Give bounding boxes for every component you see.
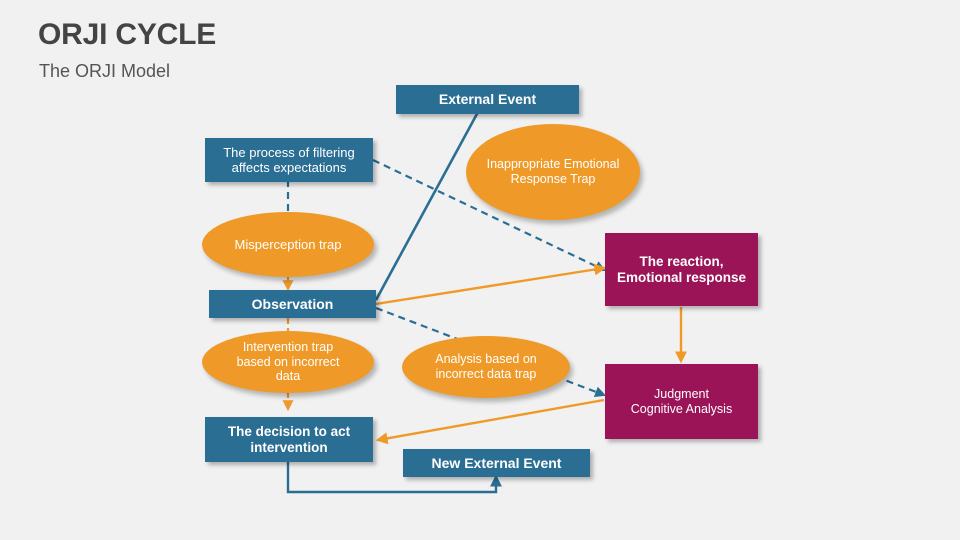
node-reaction[interactable]: The reaction, Emotional response <box>605 233 758 306</box>
node-intervention-line1: Intervention trap <box>242 339 334 354</box>
node-judgment-line2: Cognitive Analysis <box>630 401 733 416</box>
node-misperception-trap[interactable]: Misperception trap <box>202 212 374 277</box>
node-filtering-line2: affects expectations <box>231 160 347 175</box>
node-analysis-line2: incorrect data trap <box>435 367 537 381</box>
node-inappropriate-line2: Response Trap <box>510 172 596 186</box>
node-filtering-process[interactable]: The process of filtering affects expecta… <box>205 138 373 182</box>
edge-external-to-observation <box>374 111 480 301</box>
node-decision-line2: intervention <box>250 439 328 455</box>
node-new-external-event[interactable]: New External Event <box>403 449 590 477</box>
node-intervention-trap[interactable]: Intervention trap based on incorrect dat… <box>202 331 374 393</box>
edge-filtering-to-reaction <box>372 159 606 272</box>
node-judgment[interactable]: Judgment Cognitive Analysis <box>605 364 758 439</box>
edge-observation-to-reaction <box>375 263 607 306</box>
edge-judgment-to-decision <box>375 398 605 445</box>
node-misperception-label: Misperception trap <box>234 236 342 252</box>
node-analysis-line1: Analysis based on <box>435 352 537 367</box>
node-judgment-line1: Judgment <box>654 386 709 401</box>
node-reaction-line1: The reaction, <box>639 253 724 269</box>
node-inappropriate-line1: Inappropriate Emotional <box>486 157 620 172</box>
node-decision[interactable]: The decision to act intervention <box>205 417 373 462</box>
node-new-external-event-label: New External Event <box>431 454 562 471</box>
node-observation[interactable]: Observation <box>209 290 376 318</box>
node-inappropriate-trap[interactable]: Inappropriate Emotional Response Trap <box>466 124 640 220</box>
node-reaction-line2: Emotional response <box>616 269 747 285</box>
node-intervention-line2: based on incorrect <box>236 354 340 369</box>
node-intervention-line3: data <box>275 369 301 384</box>
node-analysis-trap[interactable]: Analysis based on incorrect data trap <box>402 336 570 398</box>
page-title: ORJI CYCLE <box>38 18 217 51</box>
node-decision-line1: The decision to act <box>227 423 351 439</box>
node-external-event-label: External Event <box>438 91 537 108</box>
node-observation-label: Observation <box>251 295 334 312</box>
edge-decision-to-new-event <box>286 462 502 494</box>
page-subtitle: The ORJI Model <box>39 61 171 81</box>
node-filtering-line1: The process of filtering <box>223 144 355 160</box>
node-external-event[interactable]: External Event <box>396 85 579 114</box>
